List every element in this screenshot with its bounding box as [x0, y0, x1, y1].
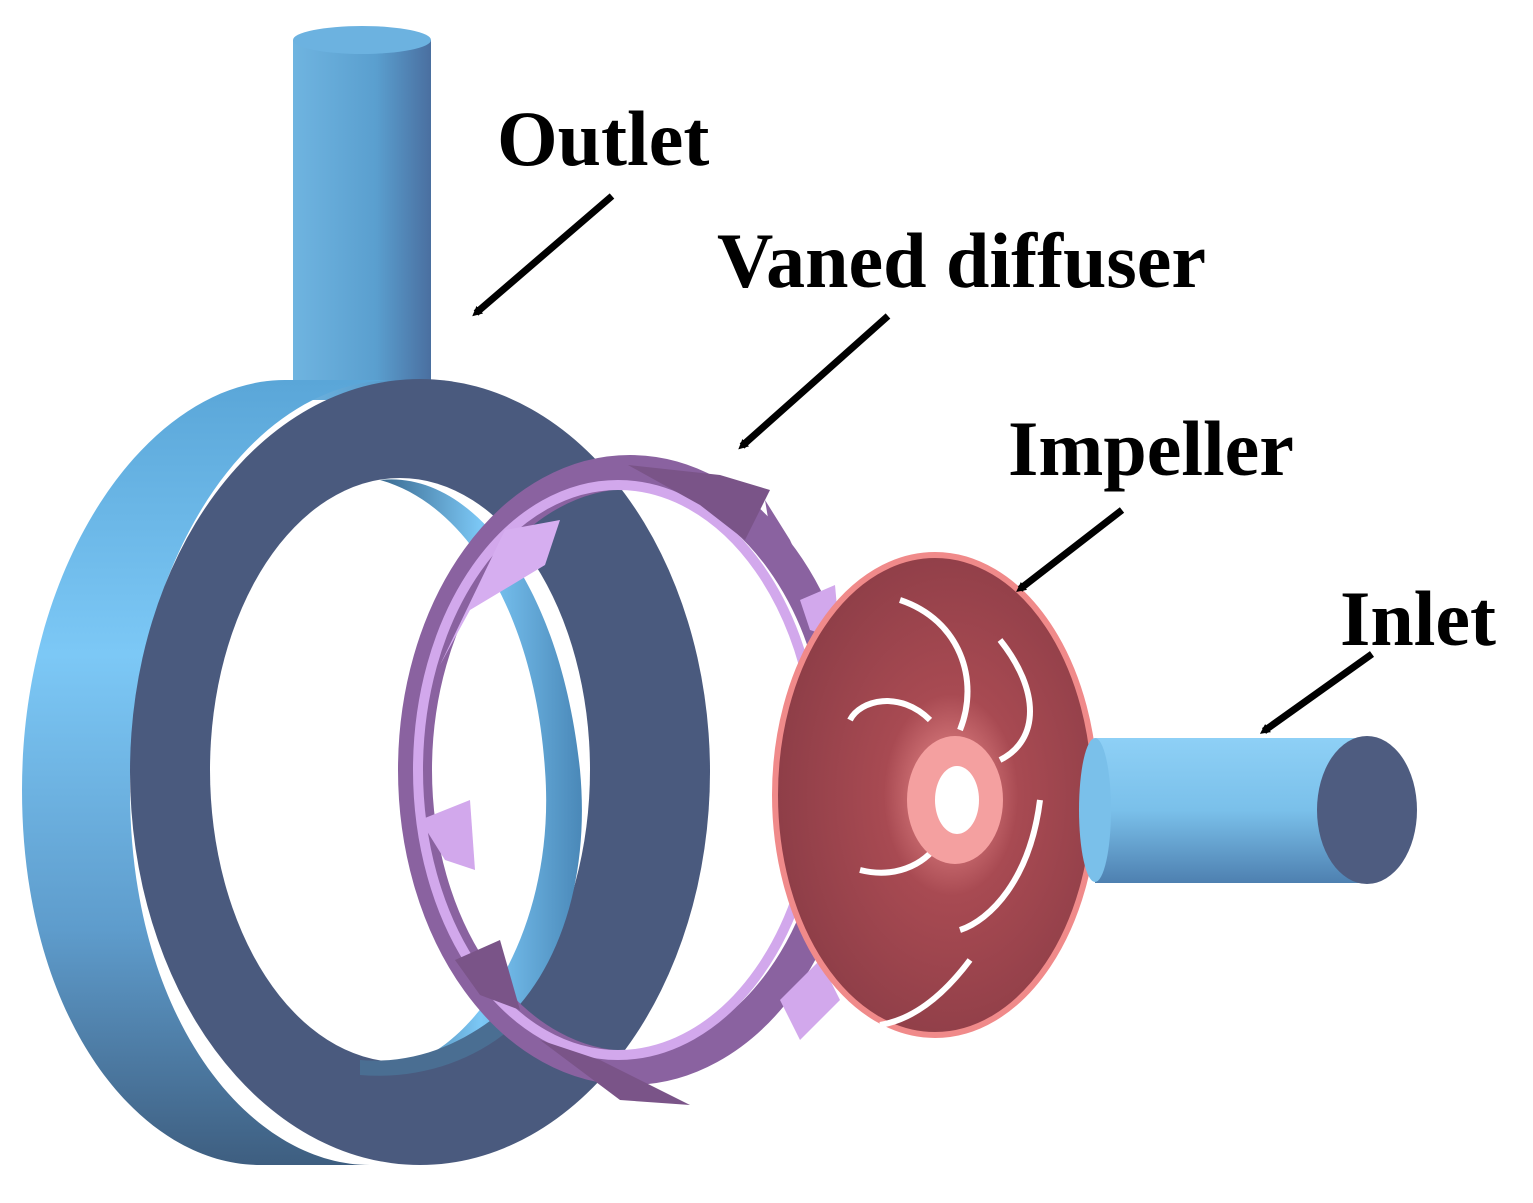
- annotation-arrows: [472, 193, 1375, 734]
- inlet-label: Inlet: [1340, 575, 1496, 662]
- outlet-label: Outlet: [497, 95, 710, 182]
- volute-casing: [22, 379, 710, 1165]
- impeller-arrow: [1016, 507, 1125, 593]
- diffuser-arrow: [738, 313, 891, 450]
- inlet-pipe: [1079, 736, 1417, 884]
- outlet-pipe: [293, 26, 431, 400]
- inlet-arrow: [1259, 651, 1375, 734]
- outlet-arrow: [472, 193, 615, 317]
- impeller-label: Impeller: [1008, 405, 1294, 492]
- impeller: [772, 552, 1098, 1038]
- vaned-diffuser-label: Vaned diffuser: [717, 217, 1207, 304]
